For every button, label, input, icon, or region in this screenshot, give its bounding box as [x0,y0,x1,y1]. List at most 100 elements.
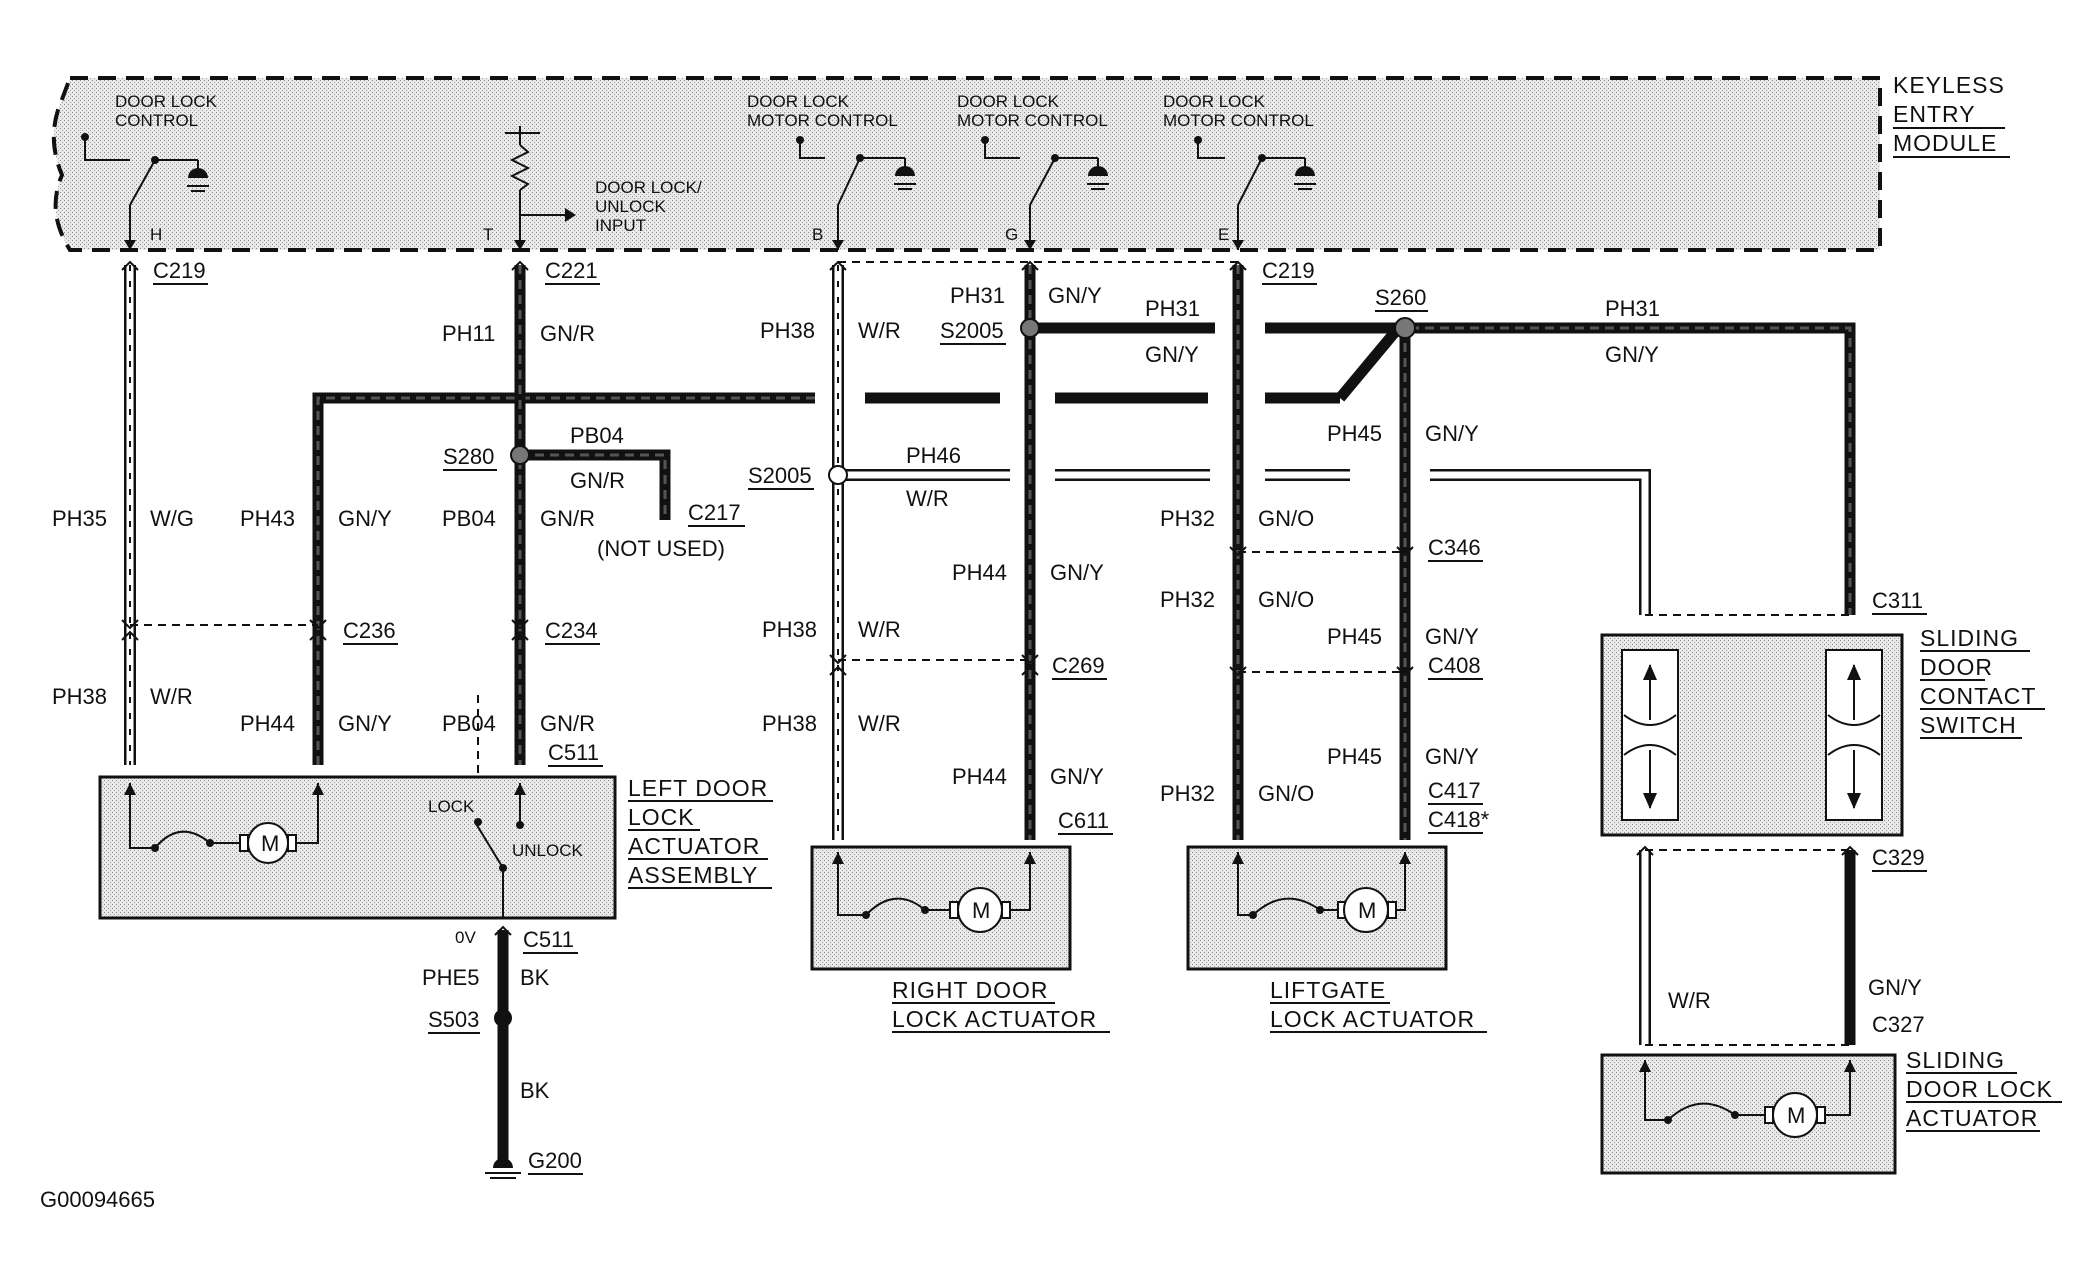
svg-text:ENTRY: ENTRY [1893,101,1976,127]
svg-text:GN/Y: GN/Y [1425,744,1479,769]
svg-text:LOCK ACTUATOR: LOCK ACTUATOR [892,1006,1097,1032]
svg-text:MOTOR CONTROL: MOTOR CONTROL [747,111,898,130]
connector-c611: C611 [1058,808,1109,833]
wire-ph46 [845,469,1651,615]
connector-labels: C219 C221 C219 S260 S280 C217 (NOT USED)… [153,258,1927,1175]
svg-text:KEYLESS: KEYLESS [1893,72,2005,98]
unlock-label: UNLOCK [512,841,584,860]
door-lock-control-label: DOOR LOCK CONTROL [115,92,218,130]
svg-text:PH32: PH32 [1160,587,1215,612]
splice-s503-label: S503 [428,1007,479,1032]
svg-text:SLIDING: SLIDING [1906,1047,2005,1073]
svg-text:SWITCH: SWITCH [1920,712,2017,738]
sliding-lock-actuator-internals: M [1639,1060,1856,1138]
svg-text:PH45: PH45 [1327,421,1382,446]
svg-text:GN/R: GN/R [540,321,595,346]
motor-symbol: M [261,831,279,856]
svg-text:E: E [1218,225,1229,244]
figure-id: G00094665 [40,1187,155,1212]
sliding-contact-switch-title: SLIDING DOOR CONTACT SWITCH [1920,625,2045,739]
svg-text:W/G: W/G [150,506,194,531]
svg-text:H: H [150,225,162,244]
svg-text:GN/R: GN/R [570,468,625,493]
svg-text:SLIDING: SLIDING [1920,625,2019,651]
connector-c219-left: C219 [153,258,206,283]
svg-text:DOOR LOCK/: DOOR LOCK/ [595,178,702,197]
svg-text:PB04: PB04 [570,423,624,448]
splice-s280 [510,445,530,465]
wire-ph11-pb04 [514,265,671,765]
svg-text:GN/Y: GN/Y [1050,560,1104,585]
svg-text:GN/Y: GN/Y [338,506,392,531]
splice-s280-label: S280 [443,444,494,469]
svg-text:GN/O: GN/O [1258,587,1314,612]
svg-text:LOCK: LOCK [628,804,695,830]
connector-c511-upper: C511 [548,740,599,765]
svg-text:PH31: PH31 [950,283,1005,308]
splice-s2005a [828,465,848,485]
connector-c418: C418* [1428,807,1490,832]
keyless-entry-module-title: KEYLESS ENTRY MODULE [1893,72,2010,158]
lock-unlock-input-label: DOOR LOCK/ UNLOCK INPUT [595,178,702,235]
left-door-actuator-internals: M LOCK UNLOCK [124,783,584,918]
connector-c408: C408 [1428,653,1481,678]
liftgate-actuator-title: LIFTGATE LOCK ACTUATOR [1270,977,1487,1033]
svg-text:BK: BK [520,1078,550,1103]
wire-ph31-horizontal [1030,322,1856,615]
svg-text:W/R: W/R [858,617,901,642]
not-used-label: (NOT USED) [597,536,725,561]
svg-text:B: B [812,225,823,244]
svg-text:GN/Y: GN/Y [1868,975,1922,1000]
ground-g200-label: G200 [528,1148,582,1173]
svg-text:DOOR LOCK: DOOR LOCK [957,92,1060,111]
connector-dash-lines [130,261,1850,1046]
svg-text:MODULE: MODULE [1893,130,1997,156]
svg-text:W/R: W/R [1668,988,1711,1013]
connector-chevrons [121,260,1859,936]
svg-text:GN/Y: GN/Y [1050,764,1104,789]
svg-text:PH45: PH45 [1327,744,1382,769]
svg-text:INPUT: INPUT [595,216,646,235]
splice-s503 [494,1009,512,1027]
connector-c311: C311 [1872,588,1923,613]
connector-c217: C217 [688,500,741,525]
svg-text:CONTACT: CONTACT [1920,683,2036,709]
svg-text:PH31: PH31 [1145,296,1200,321]
svg-text:DOOR LOCK: DOOR LOCK [1906,1076,2053,1102]
motor-symbol: M [1787,1103,1805,1128]
svg-text:GN/R: GN/R [540,506,595,531]
right-door-actuator-box [810,845,1072,971]
motor-control-e-label: DOOR LOCK MOTOR CONTROL [1163,92,1314,130]
svg-text:PHE5: PHE5 [422,965,479,990]
svg-text:ACTUATOR: ACTUATOR [1906,1105,2038,1131]
svg-text:DOOR LOCK: DOOR LOCK [115,92,218,111]
splice-s260-label: S260 [1375,285,1426,310]
svg-text:W/R: W/R [906,486,949,511]
motor-control-g-label: DOOR LOCK MOTOR CONTROL [957,92,1108,130]
liftgate-actuator-internals: M [1232,852,1411,933]
svg-text:GN/Y: GN/Y [338,711,392,736]
svg-text:DOOR: DOOR [1920,654,1993,680]
svg-text:GN/R: GN/R [540,711,595,736]
keyless-entry-module-box [51,76,1882,252]
svg-text:PH38: PH38 [762,617,817,642]
sliding-lock-actuator-title: SLIDING DOOR LOCK ACTUATOR [1906,1047,2062,1132]
connector-c346: C346 [1428,535,1481,560]
svg-text:LEFT DOOR: LEFT DOOR [628,775,768,801]
svg-text:PH45: PH45 [1327,624,1382,649]
ground-symbol-g200 [485,1158,521,1179]
svg-text:GN/Y: GN/Y [1048,283,1102,308]
svg-text:W/R: W/R [858,318,901,343]
motor-symbol: M [972,898,990,923]
motor-symbol: M [1358,898,1376,923]
svg-text:ACTUATOR: ACTUATOR [628,833,760,859]
relay-switch-b: B [796,136,916,250]
svg-text:LOCK ACTUATOR: LOCK ACTUATOR [1270,1006,1475,1032]
wire-ph43-ph44-left [312,392,815,765]
relay-resistor-t: T [483,126,576,250]
svg-text:GN/Y: GN/Y [1605,342,1659,367]
connector-c327: C327 [1872,1012,1925,1037]
svg-text:CONTROL: CONTROL [115,111,198,130]
svg-text:PB04: PB04 [442,506,496,531]
